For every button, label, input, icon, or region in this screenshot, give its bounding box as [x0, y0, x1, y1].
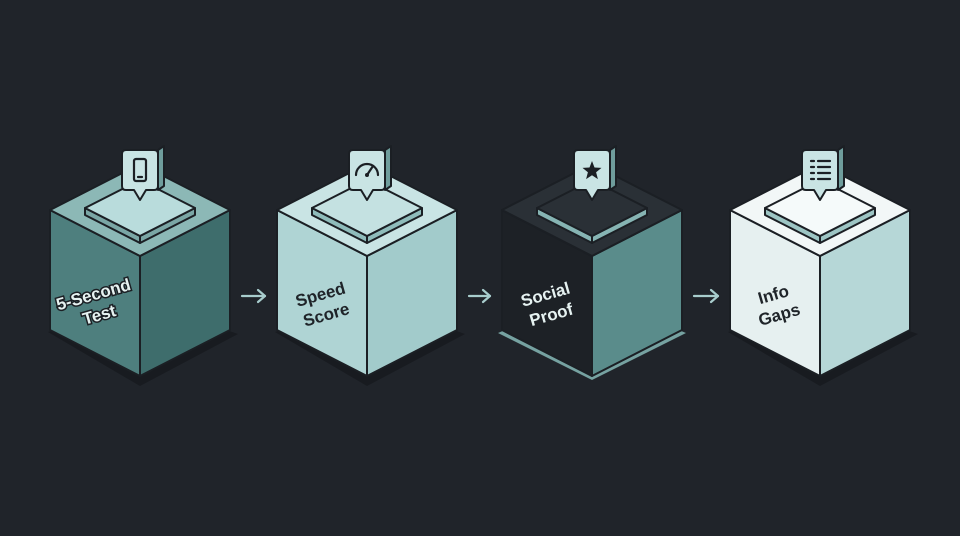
step-block: 5-SecondTest — [48, 145, 238, 386]
step-block: SocialProof — [498, 145, 686, 380]
flow-arrow — [240, 288, 267, 304]
icon-badge — [573, 145, 617, 201]
plate-top — [536, 179, 648, 237]
step-block: SpeedScore — [275, 145, 465, 386]
plate-top — [311, 179, 423, 237]
icon-badge — [348, 145, 392, 201]
icon-badge — [801, 145, 845, 201]
step-block: InfoGaps — [728, 145, 918, 386]
smartphone-icon — [132, 157, 148, 183]
plate-top — [764, 179, 876, 237]
plate-top — [84, 179, 196, 237]
gauge-icon — [354, 162, 380, 177]
checklist-icon — [809, 159, 832, 181]
flow-arrow — [692, 288, 720, 304]
flow-arrow — [467, 288, 492, 304]
icon-badge — [121, 145, 165, 201]
star-icon — [582, 161, 602, 180]
